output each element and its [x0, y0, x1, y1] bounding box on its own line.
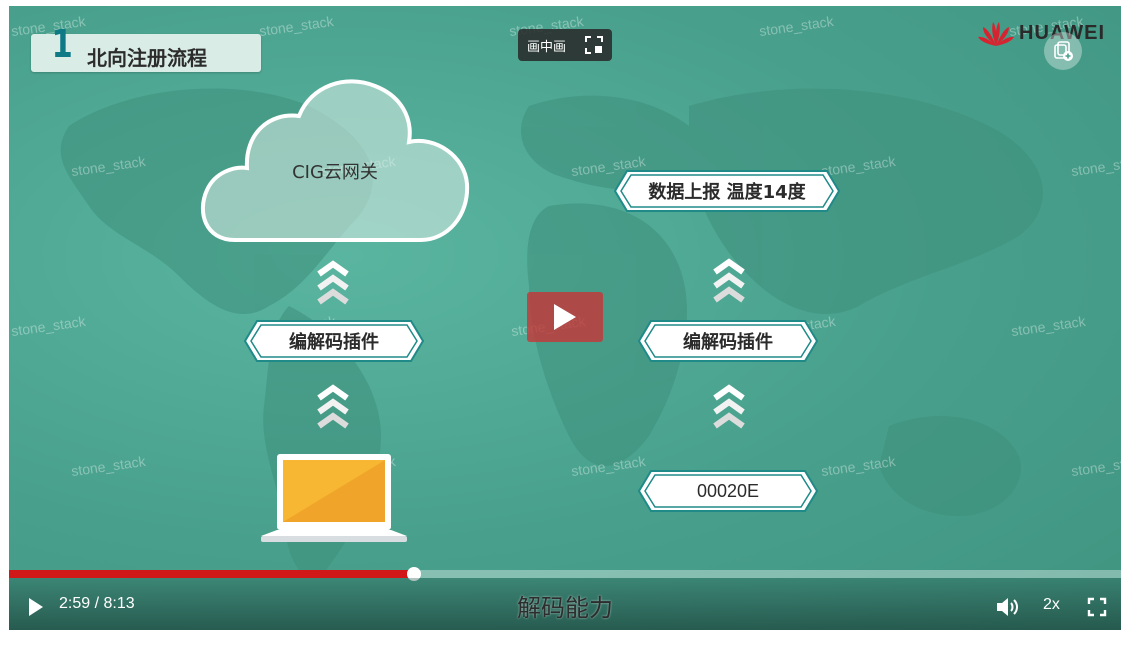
data-report-label: 数据上报 温度14度: [648, 182, 806, 203]
cloud-gateway-label: CIG云网关: [292, 162, 378, 183]
video-player[interactable]: stone_stack stone_stack stone_stack ston…: [9, 6, 1121, 630]
chevron-up-icon: [713, 384, 745, 429]
hexagon-box: [613, 170, 841, 212]
progress-fill: [9, 570, 414, 578]
hexagon-box: [243, 320, 425, 362]
brand-name: HUAWEI: [1019, 21, 1105, 44]
add-collection-icon: [1054, 41, 1073, 61]
slide-title-box: 1 北向注册流程: [31, 22, 261, 72]
step-number: 1: [51, 22, 73, 66]
volume-icon[interactable]: [995, 596, 1021, 618]
time-separator: /: [94, 595, 100, 612]
chevron-up-icon: [317, 384, 349, 429]
cloud-shape: [200, 79, 470, 242]
time-display: 2:59 / 8:13: [59, 595, 135, 613]
left-codec-plugin-box: 编解码插件: [243, 319, 425, 363]
progress-scrubber[interactable]: [406, 567, 421, 581]
progress-bar[interactable]: [9, 567, 1121, 581]
center-play-button[interactable]: [527, 292, 603, 342]
left-codec-plugin-label: 编解码插件: [289, 332, 379, 353]
hexagon-box: [637, 320, 819, 362]
fullscreen-icon[interactable]: [1087, 597, 1107, 617]
play-icon[interactable]: [27, 597, 45, 617]
huawei-flower-icon: [978, 22, 1014, 46]
hexagon-box: [637, 470, 819, 512]
play-icon: [554, 304, 576, 330]
chevron-up-icon: [317, 260, 349, 305]
collection-button[interactable]: [1044, 32, 1082, 70]
slide-title: 北向注册流程: [87, 46, 207, 70]
data-report-box: 数据上报 温度14度: [613, 169, 841, 213]
current-time: 2:59: [59, 595, 91, 612]
hex-code-label: 00020E: [696, 480, 760, 501]
duration: 8:13: [103, 595, 135, 612]
pip-button[interactable]: 画中画: [518, 29, 612, 61]
right-codec-plugin-box: 编解码插件: [637, 319, 819, 363]
hex-code-box: 00020E: [637, 469, 819, 513]
pip-label: 画中画: [527, 39, 567, 55]
picture-in-picture-icon: [585, 36, 603, 54]
laptop-icon: [261, 454, 407, 542]
control-bar: 2:59 / 8:13 解码能力 2x: [9, 578, 1121, 630]
huawei-logo: HUAWEI: [977, 18, 1105, 48]
chevron-up-icon: [713, 258, 745, 303]
playback-speed[interactable]: 2x: [1043, 596, 1060, 613]
subtitle-caption: 解码能力: [517, 594, 613, 622]
right-codec-plugin-label: 编解码插件: [683, 332, 773, 353]
